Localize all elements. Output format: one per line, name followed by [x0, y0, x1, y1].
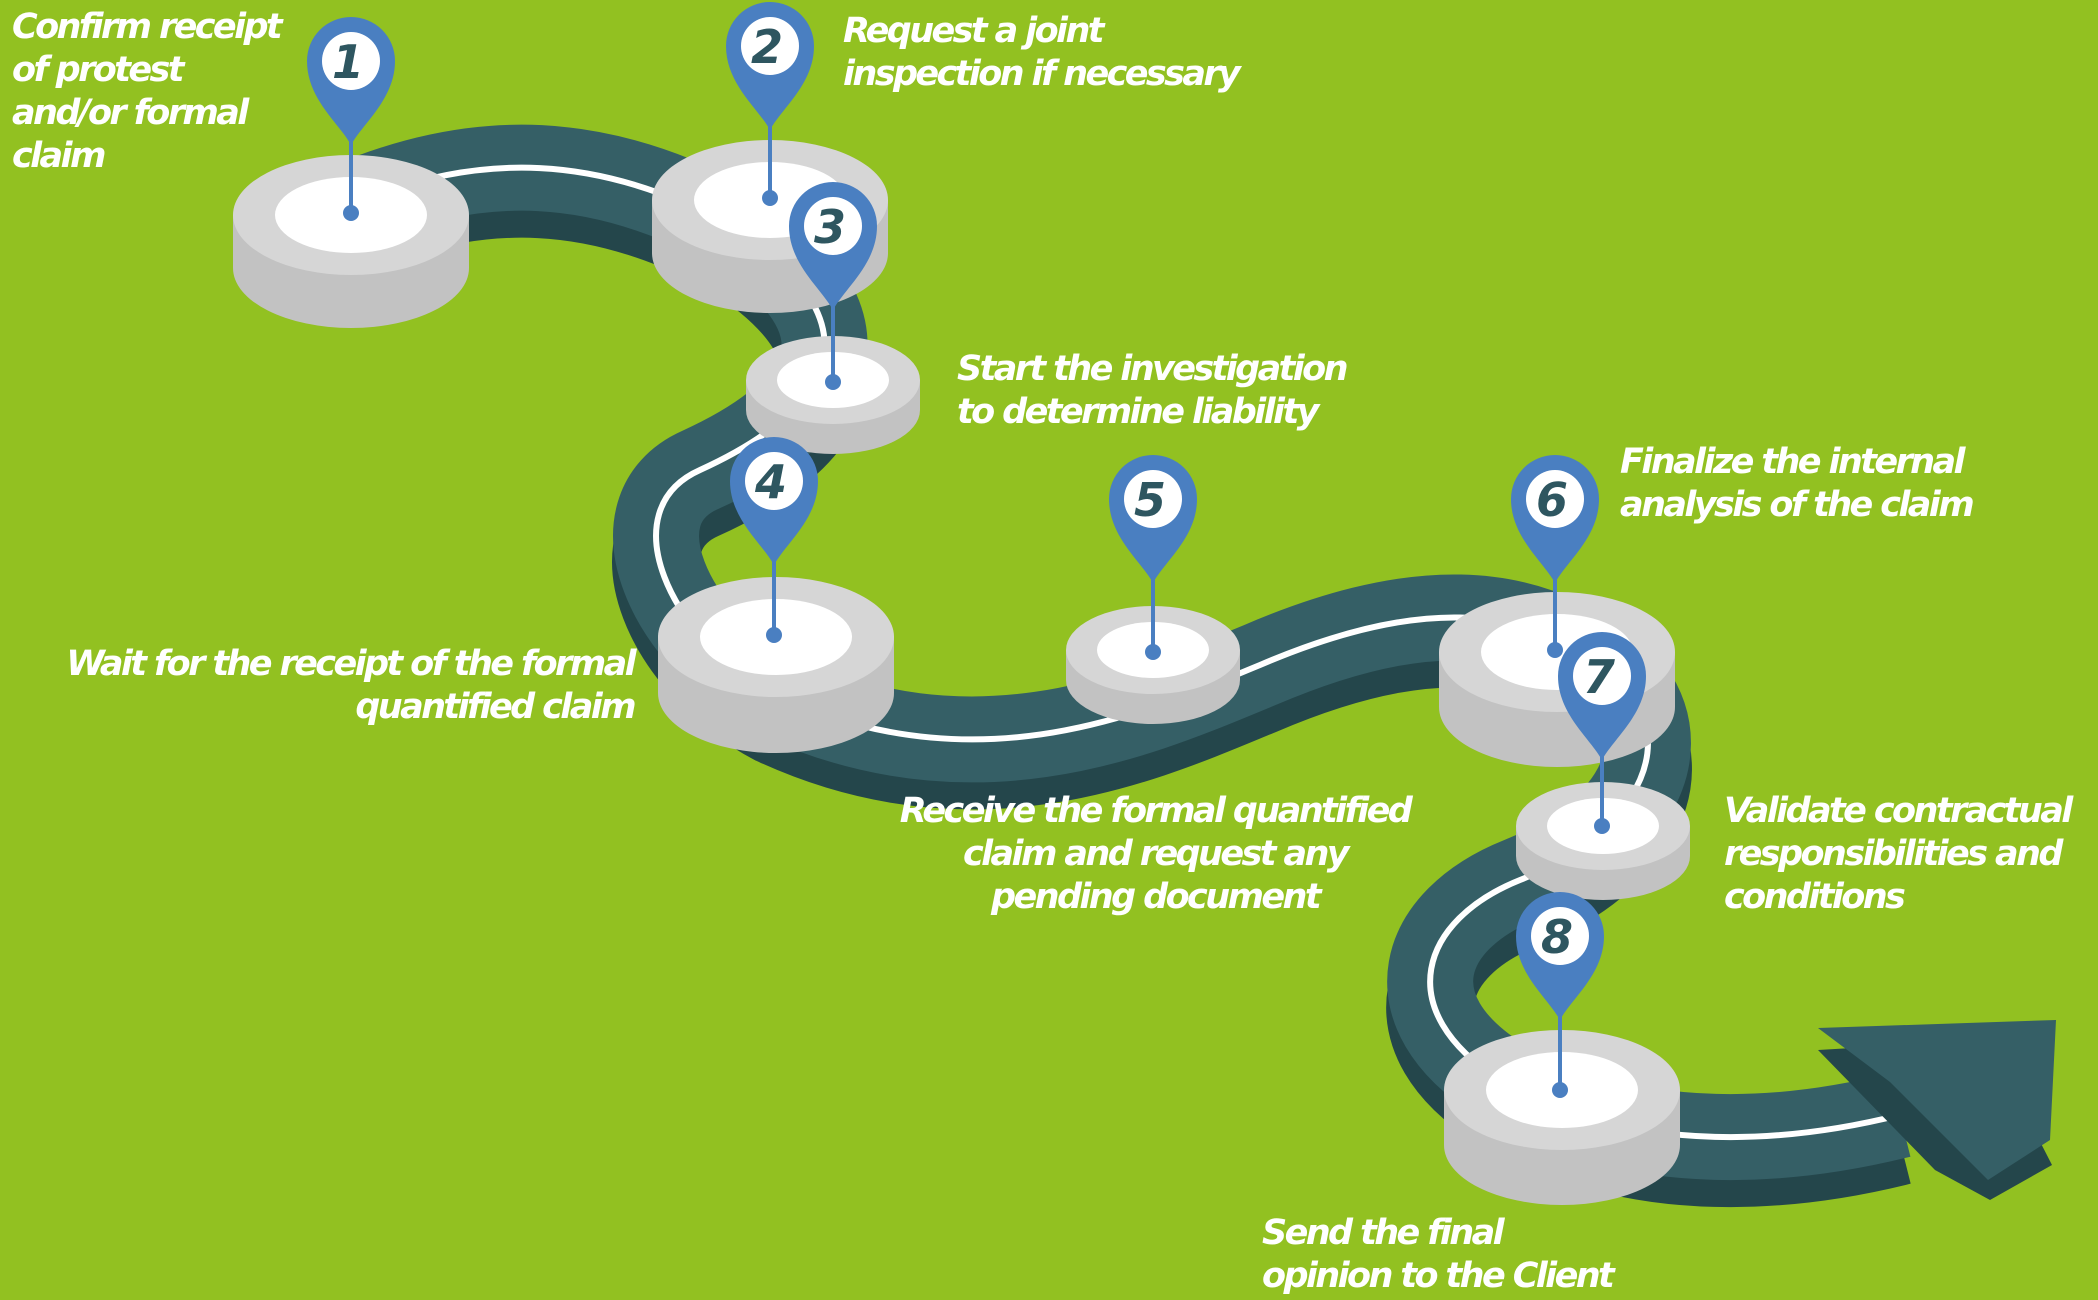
step-4-line-2: quantified claim [355, 687, 636, 727]
step-8-line-2: opinion to the Client [1262, 1256, 1615, 1296]
step-1-label: Confirm receipt of protest and/or formal… [12, 6, 283, 178]
step-7-line-1: Validate contractual [1724, 791, 2073, 831]
step-1-line-4: claim [12, 136, 106, 176]
step-2-label: Request a joint inspection if necessary [843, 10, 1241, 96]
step-2-line-1: Request a joint [843, 11, 1105, 51]
step-7-label: Validate contractual responsibilities an… [1724, 790, 2073, 919]
platform-1 [233, 155, 469, 328]
pin-8: 8 [1516, 892, 1604, 1098]
pin-1: 1 [307, 17, 395, 221]
step-3-line-2: to determine liability [957, 392, 1319, 432]
pin-number-5: 5 [1134, 473, 1166, 527]
step-1-line-3: and/or formal [12, 93, 249, 133]
step-2-line-2: inspection if necessary [843, 54, 1241, 94]
step-5-line-1: Receive the formal quantified [899, 791, 1413, 831]
pin-6: 6 [1511, 455, 1599, 658]
pin-2: 2 [726, 2, 814, 206]
pin-number-1: 1 [332, 35, 364, 89]
platform-4 [658, 577, 894, 753]
pin-number-2: 2 [751, 20, 783, 74]
pin-number-6: 6 [1536, 473, 1568, 527]
step-4-label: Wait for the receipt of the formal quant… [66, 643, 636, 729]
pin-3: 3 [789, 182, 877, 390]
pins: 1 2 3 4 5 6 [307, 2, 1646, 1098]
step-8-line-1: Send the final [1262, 1213, 1505, 1253]
step-6-label: Finalize the internal analysis of the cl… [1620, 441, 1975, 527]
step-6-line-1: Finalize the internal [1620, 442, 1965, 482]
platform-8 [1444, 1030, 1680, 1205]
step-8-label: Send the final opinion to the Client [1262, 1212, 1615, 1298]
pin-number-3: 3 [814, 200, 846, 254]
step-7-line-2: responsibilities and [1724, 834, 2063, 874]
step-3-line-1: Start the investigation [957, 349, 1349, 389]
step-5-line-3: pending document [991, 877, 1322, 917]
step-5-line-2: claim and request any [963, 834, 1350, 874]
step-6-line-2: analysis of the claim [1620, 485, 1975, 525]
step-3-label: Start the investigation to determine lia… [957, 348, 1349, 434]
pin-7: 7 [1558, 632, 1646, 834]
pin-5: 5 [1109, 455, 1197, 660]
step-1-line-1: Confirm receipt [12, 7, 283, 47]
step-1-line-2: of protest [12, 50, 184, 90]
pin-number-8: 8 [1541, 910, 1573, 964]
arrow-head-icon [1818, 1020, 2056, 1200]
pin-number-7: 7 [1583, 650, 1615, 704]
step-4-line-1: Wait for the receipt of the formal [66, 644, 636, 684]
pin-number-4: 4 [754, 455, 787, 509]
step-5-label: Receive the formal quantified claim and … [895, 790, 1415, 919]
step-7-line-3: conditions [1724, 877, 1906, 917]
pin-4: 4 [730, 437, 818, 643]
